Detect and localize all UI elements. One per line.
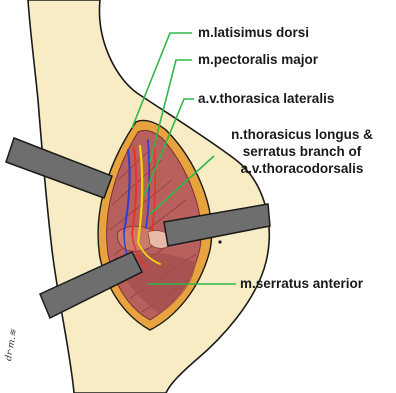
label-thoracicus: n.thorasicus longus & serratus branch of… [214, 126, 390, 177]
label-thoracicus-line3: a.v.thoracodorsalis [214, 160, 390, 177]
label-serratus: m.serratus anterior [240, 275, 363, 292]
label-thoracica-lateralis: a.v.thorasica lateralis [198, 90, 334, 107]
label-thoracicus-line1: n.thorasicus longus & [214, 126, 390, 143]
label-pectoralis: m.pectoralis major [198, 51, 318, 68]
label-thoracicus-line2: serratus branch of [214, 143, 390, 160]
skin-mark [218, 240, 221, 243]
label-latissimus: m.latisimus dorsi [198, 24, 309, 41]
